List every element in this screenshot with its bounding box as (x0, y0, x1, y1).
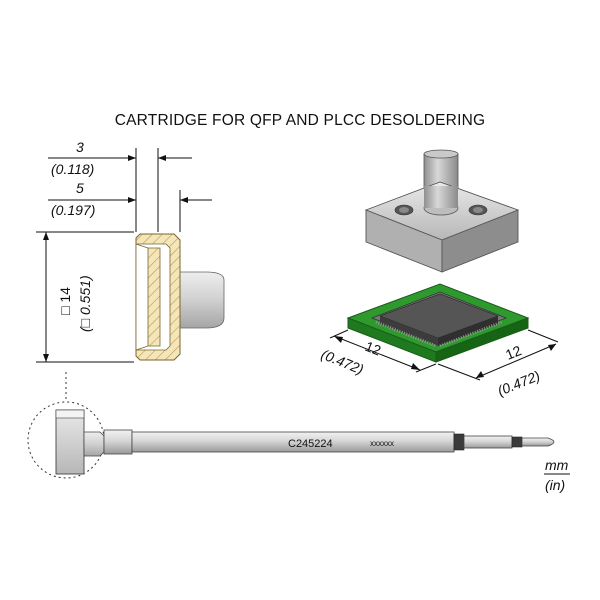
dimension-depth-inner: 3 (0.118) (48, 139, 192, 232)
depth-inner-in: (0.118) (51, 161, 94, 177)
cartridge-cross-section (135, 233, 225, 361)
chip-width-in: (0.472) (319, 346, 366, 377)
square-size-mm: □ 14 (57, 287, 73, 315)
depth-inner-mm: 3 (76, 139, 84, 155)
depth-outer-mm: 5 (76, 180, 84, 196)
chip-width-mm: 12 (363, 338, 384, 359)
units-mm: mm (545, 457, 569, 473)
chip-depth-mm: 12 (503, 342, 524, 363)
dimension-depth-outer: 5 (0.197) (48, 180, 212, 232)
part-suffix: xxxxxx (370, 439, 394, 448)
part-number: C245224 (288, 438, 333, 450)
dimension-square-size: □ 14 (□ 0.551) (36, 231, 134, 363)
qfp-chip (370, 291, 508, 348)
diagram-title: CARTRIDGE FOR QFP AND PLCC DESOLDERING (114, 112, 486, 129)
cartridge-3d (364, 149, 520, 273)
depth-outer-in: (0.197) (51, 202, 95, 218)
chip-depth-in: (0.472) (495, 367, 542, 398)
units-legend: mm (in) (544, 457, 570, 493)
units-in: (in) (545, 477, 565, 493)
cartridge-side-view: C245224 xxxxxx (55, 409, 555, 475)
square-size-in: (□ 0.551) (77, 275, 93, 332)
